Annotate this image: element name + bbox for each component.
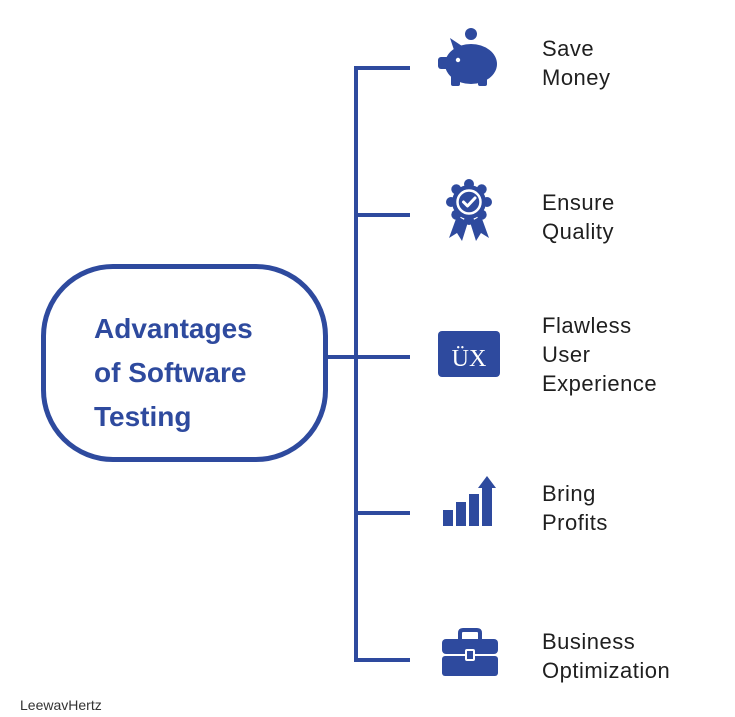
briefcase-icon — [442, 628, 498, 676]
advantage-label-line: Profits — [542, 510, 608, 535]
advantage-label-line: Quality — [542, 219, 614, 244]
ux-icon: ÜX — [438, 331, 500, 377]
central-title: Advantages of Software Testing — [94, 307, 324, 439]
advantage-label-line: Save — [542, 36, 595, 61]
advantage-label-business-optimization: Business Optimization — [542, 627, 670, 685]
advantage-label-line: Bring — [542, 481, 596, 506]
advantage-label-user-experience: Flawless User Experience — [542, 311, 657, 398]
advantage-label-bring-profits: Bring Profits — [542, 479, 608, 537]
quality-badge-icon — [446, 179, 492, 241]
advantage-label-line: Ensure — [542, 190, 615, 215]
central-title-line: of Software — [94, 357, 247, 388]
advantage-label-line: Money — [542, 65, 611, 90]
piggy-bank-icon — [438, 28, 497, 86]
advantage-label-ensure-quality: Ensure Quality — [542, 188, 615, 246]
central-title-line: Testing — [94, 401, 192, 432]
advantage-label-line: Experience — [542, 371, 658, 396]
central-title-line: Advantages — [94, 313, 253, 344]
advantage-label-line: Flawless — [542, 313, 632, 338]
advantage-label-save-money: Save Money — [542, 34, 611, 92]
growth-chart-icon — [443, 476, 496, 526]
advantage-label-line: Business — [542, 629, 636, 654]
brand-watermark: LeewavHertz — [20, 697, 102, 713]
ux-icon-text: ÜX — [452, 346, 487, 372]
advantage-label-line: User — [542, 342, 591, 367]
advantage-label-line: Optimization — [542, 658, 671, 683]
central-node: Advantages of Software Testing — [41, 264, 328, 462]
